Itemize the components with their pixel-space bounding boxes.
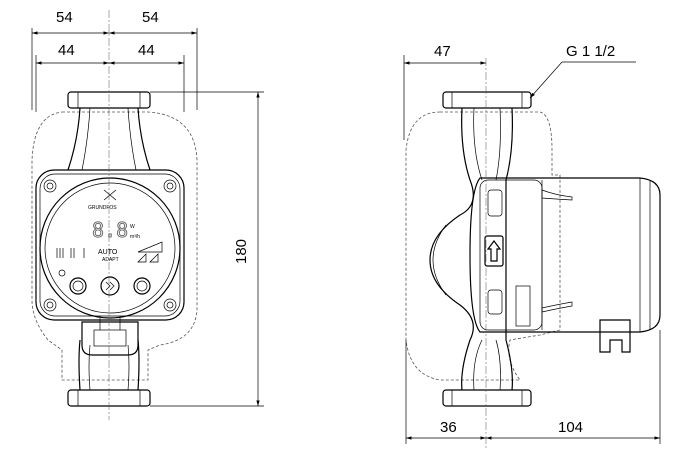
cooling-fins [541,189,573,313]
power-led-icon [58,269,66,277]
display-unit-bottom: m³/h [130,234,140,240]
housing-neck-top [67,107,151,171]
dim-front-left-outer: 54 [56,9,73,26]
side-connector [599,319,631,353]
head-screws [43,179,177,312]
display-unit-top: W [130,224,135,230]
mode-adapt: ADAPT [102,257,119,263]
display-value: 8.8 [92,218,128,242]
front-view: GRUNDFOS 8.8 W m³/h AUTO ADAPT [31,9,264,420]
brand-logo [103,189,117,201]
ramp-icon [137,241,163,253]
side-view: 47 G 1 1/2 36 104 [403,43,661,450]
control-face [39,177,181,319]
side-envelope [405,111,561,381]
dim-front-height: 180 [233,239,250,264]
dim-front-left-inner: 44 [58,42,75,59]
brand-text: GRUNDFOS [88,205,117,211]
side-top-flange [442,91,532,109]
thread-label: G 1 1/2 [566,43,615,60]
mode-button[interactable] [69,277,87,295]
side-bottom-flange [442,389,532,407]
chevron-right-icon [105,281,115,291]
mode-bars [56,248,85,258]
pressure-icon-1 [137,253,147,263]
pressure-icon-2 [149,253,159,263]
mode-auto: AUTO [98,249,118,256]
dim-side-bottom-right: 104 [558,419,583,436]
night-mode-button[interactable] [133,277,151,295]
dim-front-right-outer: 54 [142,9,159,26]
motor-head [35,169,185,321]
flow-direction-box [484,235,504,267]
dim-front-right-inner: 44 [138,42,155,59]
cable-connector [81,321,139,356]
dim-side-top-offset: 47 [434,43,451,60]
side-motor-housing [469,177,661,333]
front-envelope [31,111,198,381]
select-button[interactable] [100,276,120,296]
dim-side-bottom-left: 36 [440,419,457,436]
arrow-up-icon [486,240,502,262]
